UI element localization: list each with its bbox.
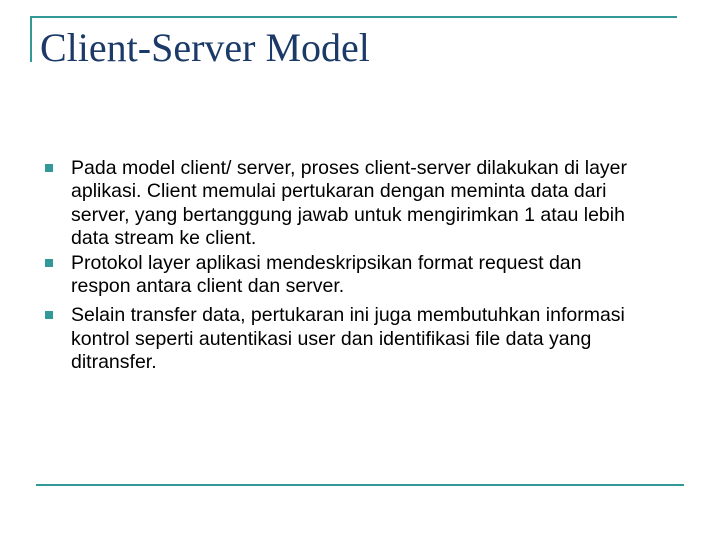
bullet-square-icon bbox=[45, 258, 53, 267]
bullet-text: Protokol layer aplikasi mendeskripsikan … bbox=[71, 251, 582, 298]
bullet-item: Pada model client/ server, proses client… bbox=[45, 157, 690, 251]
bullet-text: Pada model client/ server, proses client… bbox=[71, 157, 628, 250]
top-divider-line bbox=[31, 16, 677, 18]
bottom-divider-line bbox=[36, 484, 684, 486]
bullet-square-icon bbox=[45, 164, 53, 172]
bullet-square-icon bbox=[45, 311, 53, 320]
bullet-text: Selain transfer data, pertukaran ini jug… bbox=[71, 304, 625, 374]
title-accent-line bbox=[30, 16, 32, 62]
bullet-item: Selain transfer data, pertukaran ini jug… bbox=[45, 304, 690, 374]
slide-title: Client-Server Model bbox=[40, 25, 370, 70]
bullet-item: Protokol layer aplikasi mendeskripsikan … bbox=[45, 252, 690, 299]
bullet-list: Pada model client/ server, proses client… bbox=[45, 157, 690, 375]
